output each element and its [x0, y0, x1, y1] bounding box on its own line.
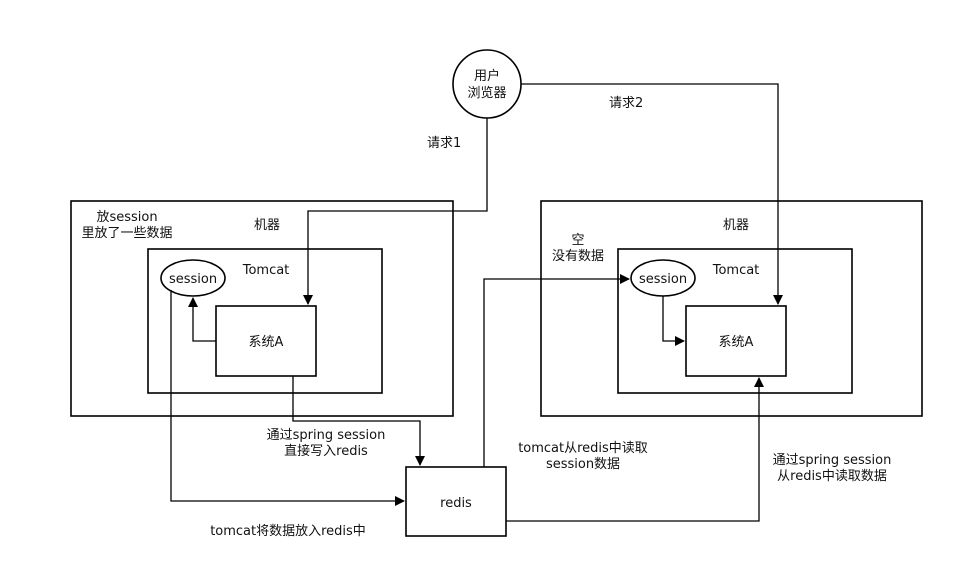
- right-machine-title: 机器: [723, 218, 749, 233]
- left-machine-note-line1: 放session: [96, 210, 157, 225]
- browser-label-line2: 浏览器: [467, 85, 506, 101]
- spring-session-write-arrow: [292, 376, 425, 466]
- right-system-a-label: 系统A: [719, 335, 754, 350]
- spring-read-note-line2: 从redis中读取数据: [777, 469, 887, 484]
- redis-to-right-session-arrow: [483, 274, 630, 467]
- left-session-label: session: [169, 272, 217, 287]
- tomcat-read-note-line2: session数据: [546, 457, 620, 472]
- spring-write-note-line1: 通过spring session: [267, 428, 386, 443]
- redis-label: redis: [440, 496, 472, 511]
- right-machine-note-line2: 没有数据: [552, 249, 604, 264]
- right-system-a: 系统A: [685, 305, 787, 377]
- request-2-label: 请求2: [609, 96, 643, 111]
- tomcat-put-note: tomcat将数据放入redis中: [210, 524, 366, 539]
- right-session: session: [630, 259, 696, 297]
- right-tomcat: Tomcat: [617, 248, 853, 394]
- spring-write-note-line2: 直接写入redis: [284, 443, 368, 459]
- right-machine-note-line1: 空: [571, 233, 584, 248]
- left-machine-title: 机器: [254, 218, 280, 233]
- request-1-label: 请求1: [427, 136, 461, 151]
- redis-node: redis: [405, 466, 507, 537]
- request-2-arrow: [521, 83, 783, 305]
- right-machine: 机器 空 没有数据 Tomcat session 系统A: [540, 200, 923, 417]
- tomcat-put-arrow: [170, 290, 405, 506]
- right-session-to-system-arrow: [662, 296, 685, 346]
- request-1-arrow: [303, 118, 488, 305]
- left-tomcat-label: Tomcat: [242, 263, 290, 278]
- system-a-to-session-arrow: [188, 297, 216, 342]
- spring-read-note-line1: 通过spring session: [773, 453, 892, 468]
- user-browser-node: 用户 浏览器: [452, 49, 522, 119]
- left-machine: 机器 放session 里放了一些数据 Tomcat session 系统A: [70, 200, 454, 417]
- spring-session-read-arrow: [506, 377, 764, 522]
- left-machine-note-line2: 里放了一些数据: [81, 226, 172, 241]
- left-system-a: 系统A: [215, 305, 317, 377]
- browser-label-line1: 用户: [474, 68, 500, 84]
- right-session-label: session: [639, 272, 687, 287]
- left-session: session: [160, 259, 226, 297]
- left-system-a-label: 系统A: [249, 335, 284, 350]
- right-tomcat-label: Tomcat: [712, 263, 760, 278]
- tomcat-read-note-line1: tomcat从redis中读取: [518, 441, 648, 456]
- left-tomcat: Tomcat: [147, 248, 383, 394]
